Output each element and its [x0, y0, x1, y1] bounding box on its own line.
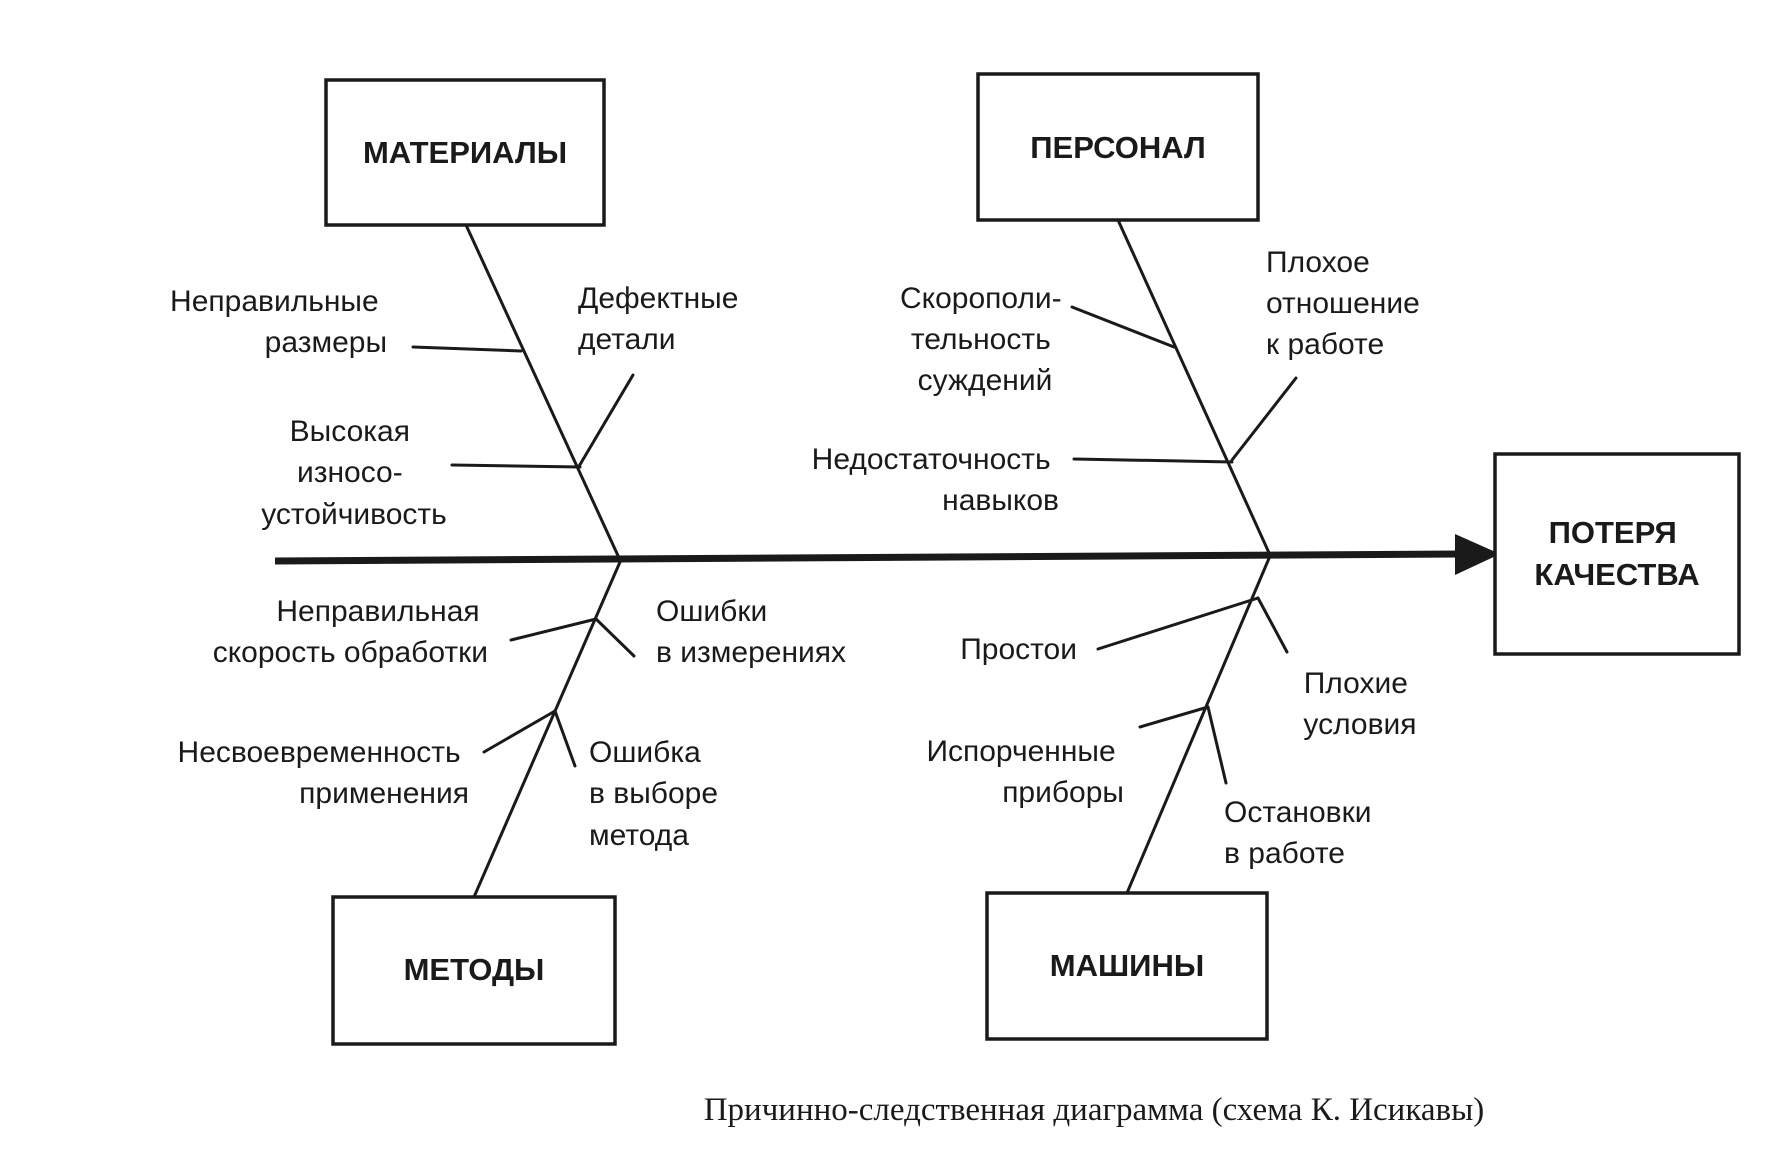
cause-lack-of-skills: Недостаточность навыков	[812, 443, 1059, 517]
cause-defective-parts: Дефектные детали	[578, 282, 747, 356]
cause-work-stoppages: Остановки в работе	[1224, 796, 1380, 870]
cause-line-bad-attitude	[1230, 376, 1298, 462]
cause-line-lack-of-skills	[1072, 457, 1234, 464]
figure-caption: Причинно-следственная диаграмма (схема К…	[704, 1092, 1485, 1128]
category-box-personnel	[976, 72, 1260, 222]
cause-hasty-judgments: Скорополи- тельность суждений	[900, 282, 1070, 397]
category-label-materials: МАТЕРИАЛЫ	[363, 135, 567, 170]
cause-measurement-errors: Ошибки в измерениях	[656, 595, 846, 669]
cause-wrong-sizes: Неправильные размеры	[170, 285, 387, 359]
cause-line-defective-parts	[576, 373, 635, 470]
bone-materials	[464, 223, 622, 562]
category-label-machines: МАШИНЫ	[1050, 948, 1204, 983]
spine-arrowhead	[1455, 534, 1500, 575]
cause-line-untimely-use	[482, 709, 557, 754]
cause-line-bad-conditions	[1256, 596, 1289, 654]
category-box-machines	[985, 891, 1269, 1041]
cause-line-high-wear-resistance	[450, 463, 582, 469]
cause-wrong-speed: Неправильная скорость обработки	[213, 595, 488, 669]
effect-label: ПОТЕРЯ КАЧЕСТВА	[1534, 515, 1699, 592]
bone-personnel	[1116, 218, 1272, 557]
effect-box	[1493, 452, 1741, 656]
cause-line-hasty-judgments	[1070, 305, 1176, 349]
cause-downtime: Простои	[960, 633, 1077, 666]
cause-method-choice-error: Ошибка в выборе метода	[589, 736, 726, 852]
cause-high-wear-resistance: Высокая износо- устойчивость	[261, 415, 447, 531]
main-spine	[274, 550, 1463, 565]
category-label-personnel: ПЕРСОНАЛ	[1030, 130, 1206, 165]
cause-bad-attitude: Плохое отношение к работе	[1266, 246, 1428, 361]
cause-bad-conditions: Плохие условия	[1303, 667, 1416, 741]
cause-line-measurement-errors	[594, 617, 636, 658]
cause-line-downtime	[1096, 596, 1260, 651]
cause-line-broken-instruments	[1138, 705, 1210, 729]
bone-machines	[1125, 554, 1272, 895]
cause-line-method-choice-error	[553, 709, 577, 768]
category-label-methods: МЕТОДЫ	[404, 952, 545, 987]
cause-untimely-use: Несвоевременность применения	[178, 736, 469, 810]
cause-line-wrong-sizes	[411, 345, 523, 353]
cause-line-work-stoppages	[1206, 705, 1228, 785]
cause-line-wrong-speed	[509, 617, 598, 642]
cause-broken-instruments: Испорченные приборы	[926, 735, 1124, 809]
